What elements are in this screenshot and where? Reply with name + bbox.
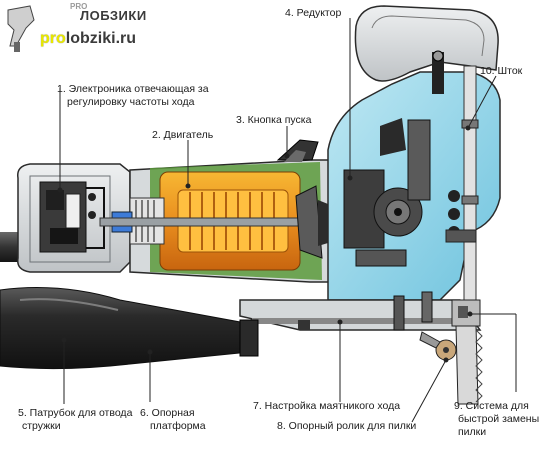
gearbox	[343, 50, 460, 267]
watermark-site: prolobziki.ru	[40, 30, 136, 48]
label-6-line1: 6. Опорная	[140, 407, 195, 419]
label-4-gearbox: 4. Редуктор	[285, 7, 342, 19]
label-5-line1: 5. Патрубок для отвода	[18, 407, 133, 419]
watermark-site-rest: lobziki.ru	[65, 30, 137, 47]
label-5-line2: стружки	[22, 420, 61, 432]
site-watermark: PRO ЛОБЗИКИ prolobziki.ru	[2, 0, 170, 62]
label-8-roller: 8. Опорный ролик для пилки	[277, 420, 417, 432]
leader-lines	[57, 18, 517, 423]
label-1-line1: 1. Электроника отвечающая за	[57, 83, 209, 95]
label-5-chip-outlet: 5. Патрубок для отвода стружки	[18, 407, 132, 433]
label-1-electronics: 1. Электроника отвечающая за регулировку…	[57, 83, 209, 109]
watermark-brand: ЛОБЗИКИ	[80, 8, 147, 23]
label-6-line2: платформа	[150, 420, 206, 432]
trigger-button	[276, 139, 319, 162]
label-9-line2: быстрой замены	[458, 413, 540, 425]
electronics-module	[39, 181, 105, 253]
label-6-base: 6. Опорная платформа	[140, 407, 206, 433]
watermark-site-prefix: pro	[40, 30, 66, 47]
blade-clamp	[451, 299, 481, 327]
label-2-motor: 2. Двигатель	[152, 129, 214, 141]
jigsaw-logo-icon	[7, 5, 35, 52]
watermark-pro-small: PRO	[70, 2, 88, 11]
label-9-blade-change: 9. Система для быстрой замены пилки	[454, 400, 539, 439]
base-shoe	[239, 291, 482, 331]
motor	[99, 159, 351, 283]
label-7-pendulum: 7. Настройка маятникого хода	[253, 400, 401, 412]
support-roller	[419, 331, 457, 361]
label-9-line1: 9. Система для	[454, 400, 529, 412]
label-10-rod: 10. Шток	[480, 65, 523, 77]
label-3-trigger: 3. Кнопка пуска	[236, 114, 312, 126]
label-1-line2: регулировку частоты хода	[67, 96, 195, 108]
label-9-line3: пилки	[458, 426, 487, 438]
chip-outlet-hose	[0, 287, 259, 370]
saw-blade	[455, 325, 483, 405]
